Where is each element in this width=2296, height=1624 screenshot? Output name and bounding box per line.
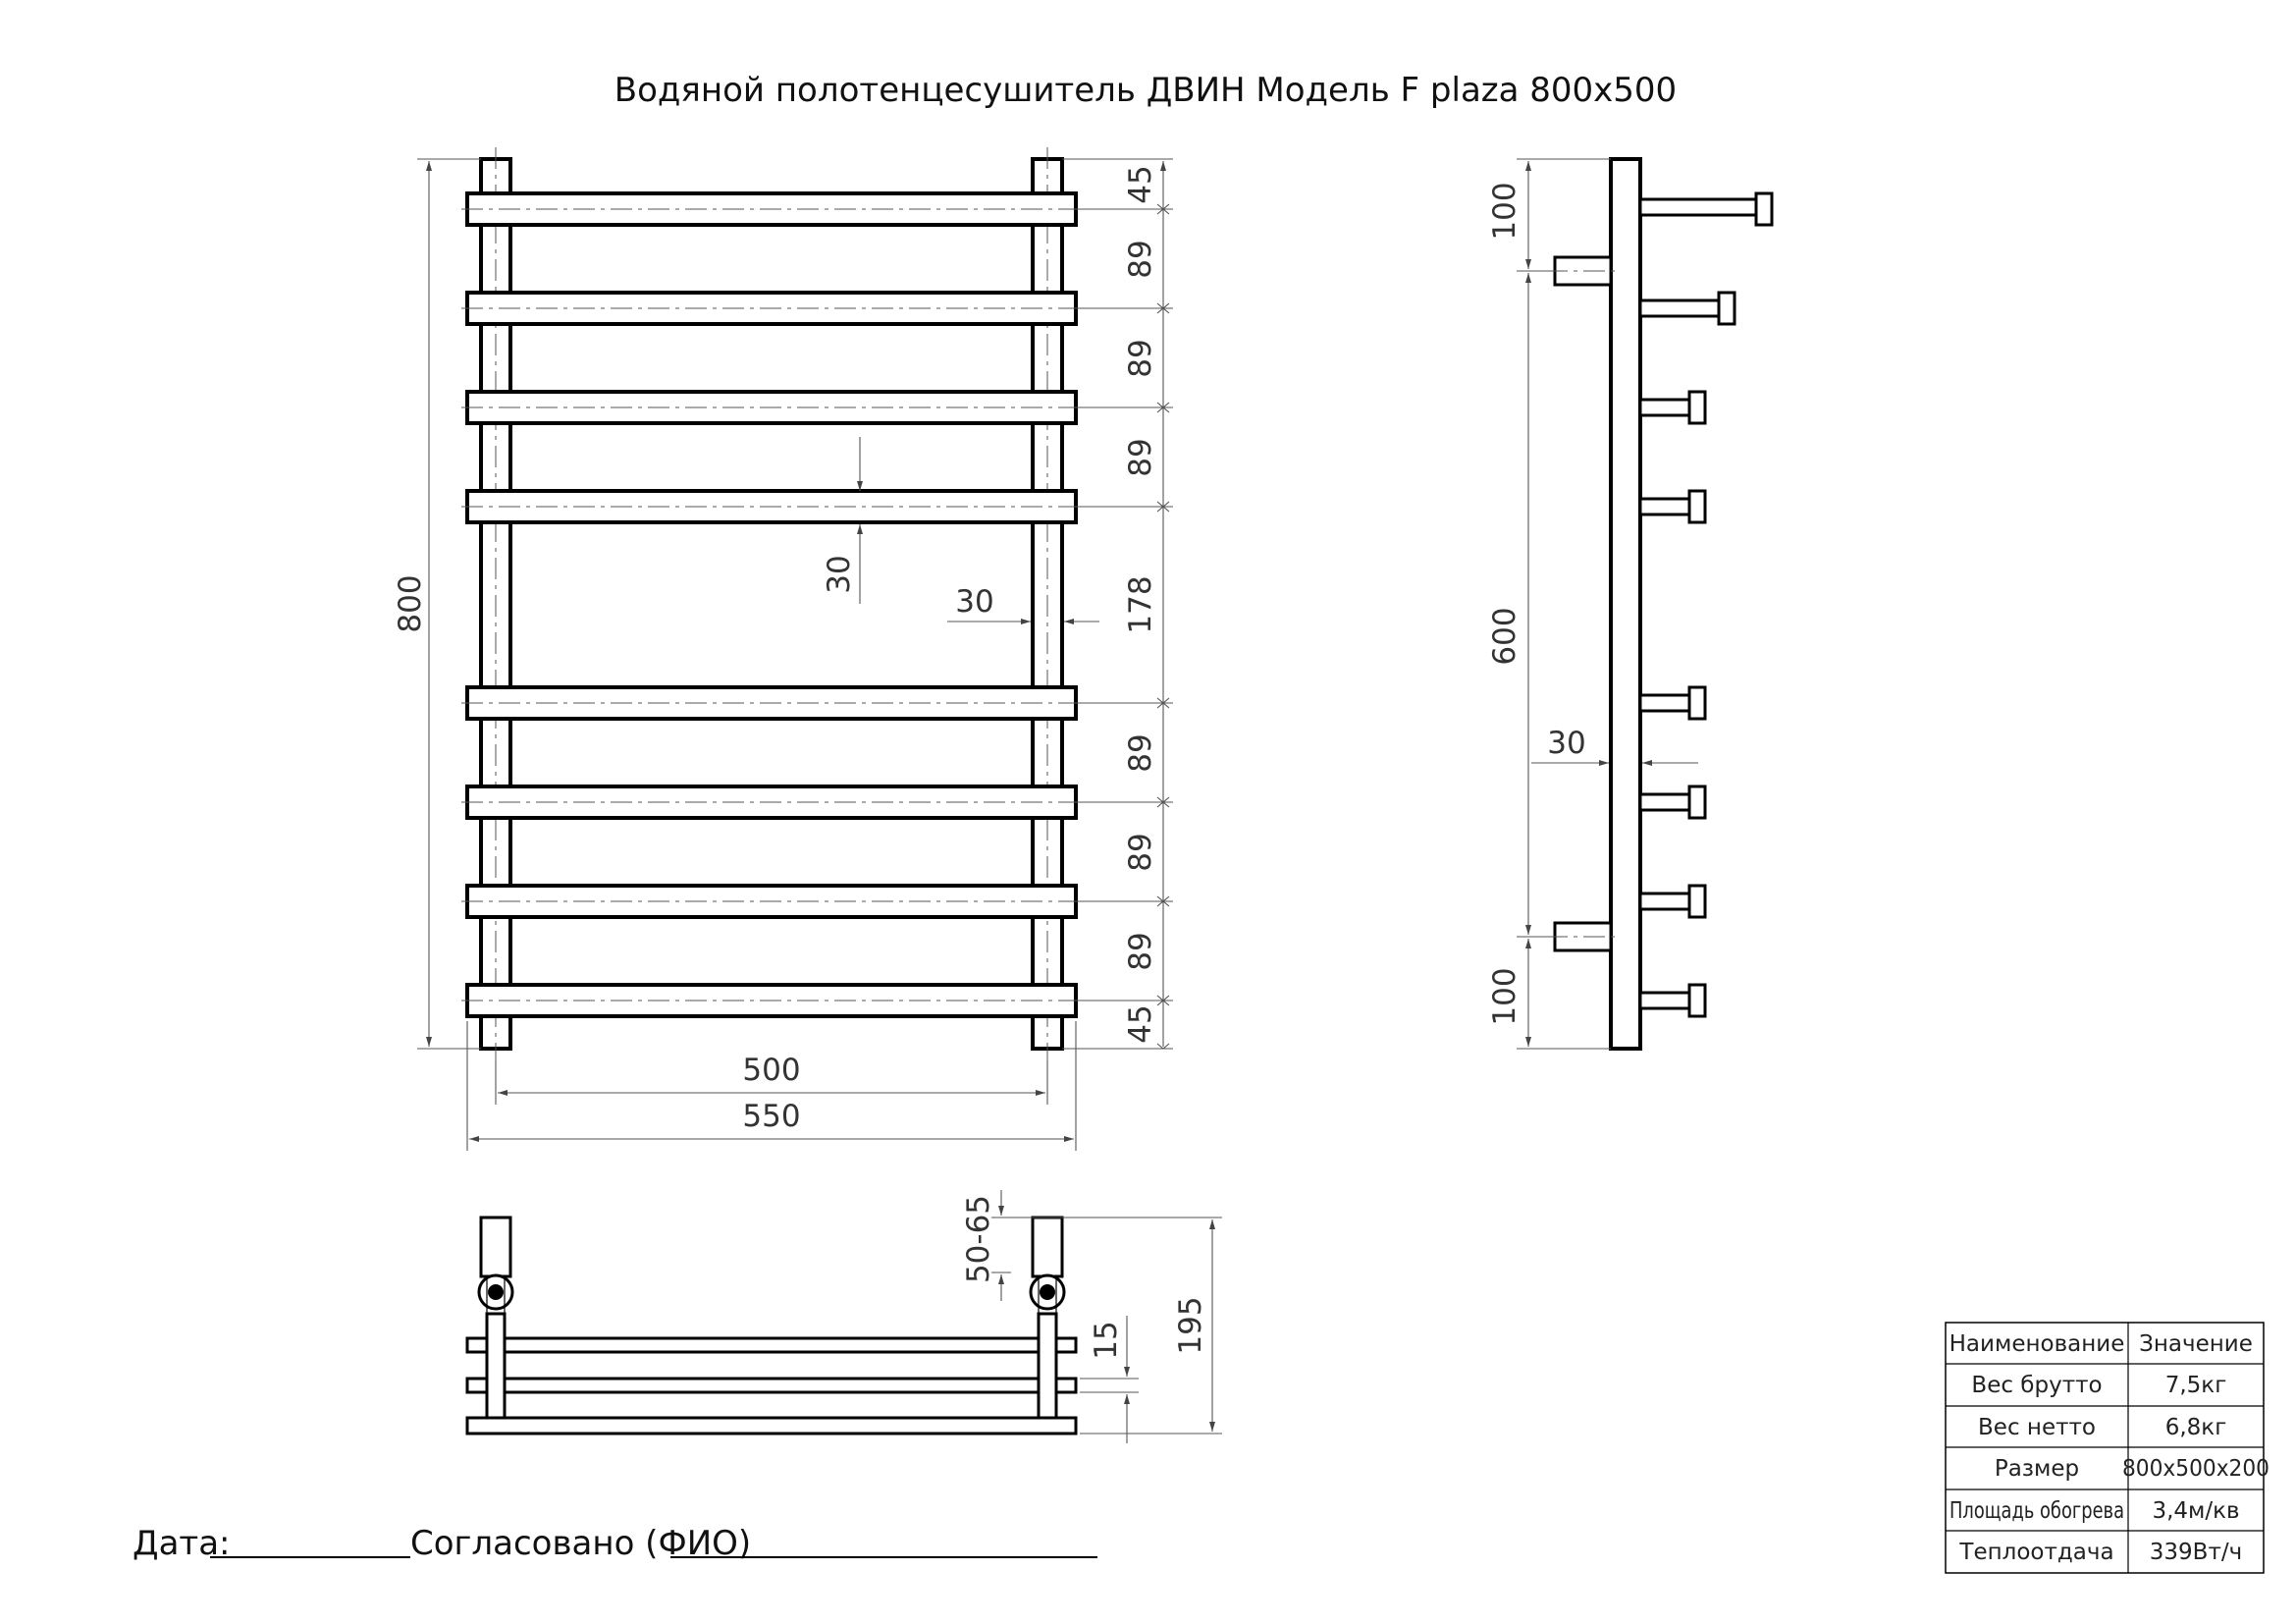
table-header-value: Значение [2139,1331,2253,1357]
bottom-view: 50-65 15 195 [465,1190,1222,1443]
dim-axis-width: 500 [742,1053,800,1088]
table-cell: Вес брутто [1971,1373,2102,1398]
dim-pitch-1: 89 [1123,240,1158,278]
front-view: 800 45 89 89 89 178 89 89 89 45 30 [393,147,1173,1151]
dim-bar-height: 30 [822,555,857,593]
dim-side-span: 600 [1487,607,1522,665]
table-cell: 7,5кг [2165,1373,2227,1398]
dim-pitch-4: 178 [1123,575,1158,633]
dim-gap: 15 [1089,1321,1124,1359]
side-rung-stubs [1638,191,1774,1018]
table-cell: 800х500х200 [2122,1456,2269,1482]
dim-side-bottom: 100 [1487,967,1522,1025]
left-valve-body [479,1216,512,1278]
dim-side-top: 100 [1487,182,1522,240]
dim-pitch-7: 89 [1123,932,1158,970]
table-cell: Вес нетто [1978,1415,2096,1440]
dim-depth: 195 [1173,1296,1208,1354]
table-header-name: Наименование [1949,1331,2125,1357]
table-cell: 339Вт/ч [2150,1540,2242,1565]
table-cell: 3,4м/кв [2152,1498,2239,1524]
dim-post-width: 30 [955,584,993,620]
dim-overall-height: 800 [393,574,428,632]
signature-block: Дата: Согласовано (ФИО) [133,1524,1097,1563]
table-cell: Площадь обогрева [1949,1498,2124,1524]
dim-pitch-3: 89 [1123,438,1158,476]
dim-valve-height: 50-65 [961,1195,996,1283]
table-cell: Теплоотдача [1958,1540,2113,1565]
dim-pitch-5: 89 [1123,733,1158,772]
table-cell: 6,8кг [2165,1415,2227,1440]
spec-table: Наименование Значение Вес брутто 7,5кг В… [1945,1322,2269,1574]
side-frame [1609,157,1642,1051]
dim-pitch-bottom: 45 [1123,1004,1158,1043]
right-valve-body [1031,1216,1064,1278]
side-view: 100 600 100 30 [1487,157,1774,1051]
dim-side-depth: 30 [1547,726,1585,761]
dim-pitch-6: 89 [1123,833,1158,871]
table-cell: Размер [1995,1456,2079,1482]
dim-pitch-2: 89 [1123,339,1158,377]
dim-total-width: 550 [742,1099,800,1134]
dim-pitch-top: 45 [1123,165,1158,203]
drawing-title: Водяной полотенцесушитель ДВИН Модель F … [614,71,1677,110]
